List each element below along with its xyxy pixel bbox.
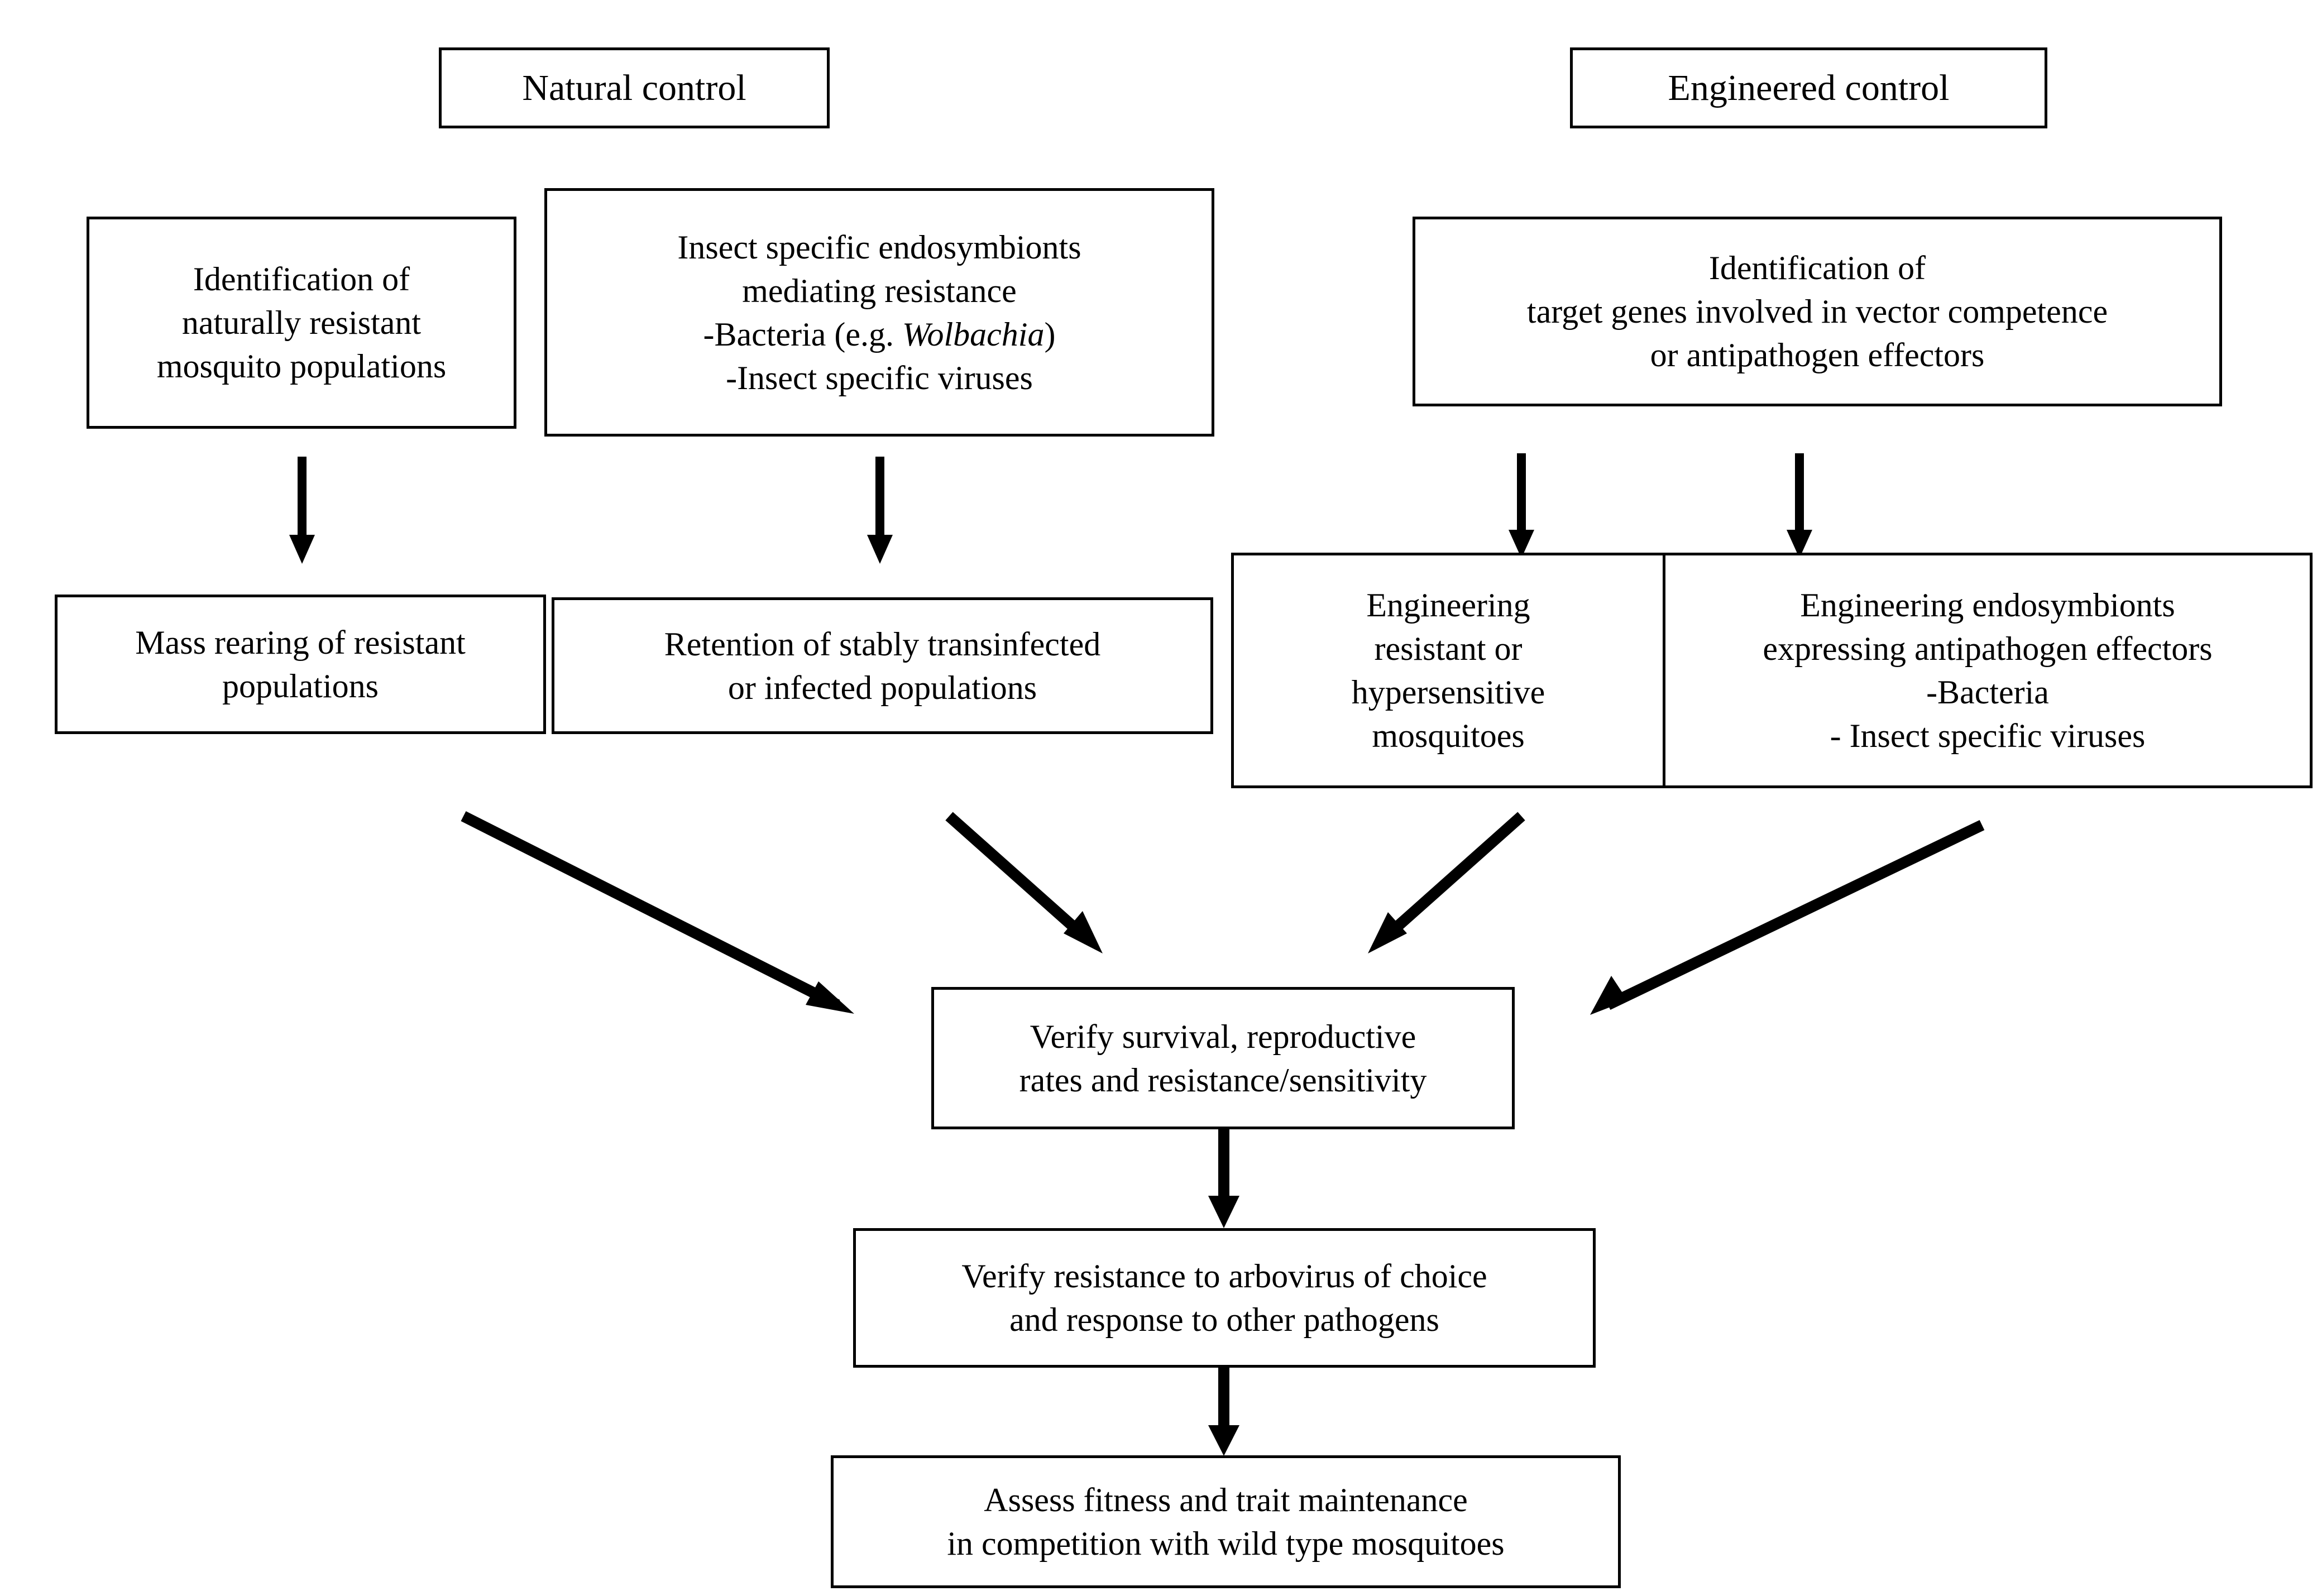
box-mass-rearing-label: Mass rearing of resistant populations — [135, 624, 466, 704]
arrow-retention-to-verify-survival — [945, 812, 1103, 953]
endosymbionts-line-2: mediating resistance — [742, 272, 1017, 309]
arrow-identification-natural-to-mass-rearing — [289, 457, 315, 564]
arrow-mass-rearing-to-verify-survival — [461, 811, 854, 1014]
endosymbionts-line-1: Insect specific endosymbionts — [677, 228, 1081, 266]
box-engineering-endosymbionts: Engineering endosymbionts expressing ant… — [1663, 553, 2313, 788]
box-insect-specific-endosymbionts: Insect specific endosymbionts mediating … — [544, 188, 1214, 437]
box-identification-natural: Identification of naturally resistant mo… — [87, 217, 516, 429]
endosymbionts-line-3-italic: Wolbachia — [902, 315, 1045, 353]
box-identification-natural-label: Identification of naturally resistant mo… — [156, 261, 447, 385]
box-verify-resistance-label: Verify resistance to arbovirus of choice… — [961, 1258, 1487, 1338]
endosymbionts-line-4: -Insect specific viruses — [726, 359, 1033, 396]
header-natural-control: Natural control — [439, 47, 830, 128]
arrow-target-genes-to-engineering-mosquitoes — [1509, 453, 1534, 558]
box-assess-fitness-label: Assess fitness and trait maintenance in … — [947, 1482, 1505, 1562]
box-engineering-endosymbionts-label: Engineering endosymbionts expressing ant… — [1763, 587, 2213, 754]
header-natural-control-label: Natural control — [522, 67, 746, 108]
box-retention-label: Retention of stably transinfected or inf… — [664, 625, 1101, 706]
box-retention: Retention of stably transinfected or inf… — [552, 597, 1213, 734]
arrow-target-genes-to-engineering-endosymbionts — [1787, 453, 1812, 558]
endosymbionts-line-3-suffix: ) — [1044, 315, 1056, 353]
header-engineered-control-label: Engineered control — [1668, 67, 1950, 108]
box-mass-rearing: Mass rearing of resistant populations — [55, 595, 546, 734]
arrow-verify-survival-to-verify-resistance — [1208, 1128, 1239, 1228]
box-assess-fitness: Assess fitness and trait maintenance in … — [831, 1455, 1621, 1588]
box-identification-target-genes: Identification of target genes involved … — [1413, 217, 2222, 406]
endosymbionts-line-3-prefix: -Bacteria (e.g. — [703, 315, 903, 353]
box-identification-target-genes-label: Identification of target genes involved … — [1526, 250, 2108, 373]
arrow-verify-resistance-to-assess-fitness — [1208, 1368, 1239, 1456]
arrow-endosymbionts-to-retention — [867, 457, 893, 564]
box-verify-survival: Verify survival, reproductive rates and … — [931, 987, 1515, 1129]
box-verify-resistance: Verify resistance to arbovirus of choice… — [853, 1228, 1596, 1368]
arrow-engineering-mosquitoes-to-verify-survival — [1368, 812, 1525, 953]
box-engineering-mosquitoes-label: Engineering resistant or hypersensitive … — [1351, 587, 1545, 754]
box-insect-specific-endosymbionts-label: Insect specific endosymbionts mediating … — [555, 226, 1204, 400]
arrow-engineering-endosymbionts-to-verify-survival — [1590, 819, 1985, 1015]
box-verify-survival-label: Verify survival, reproductive rates and … — [1019, 1018, 1427, 1099]
header-engineered-control: Engineered control — [1570, 47, 2047, 128]
box-engineering-mosquitoes: Engineering resistant or hypersensitive … — [1231, 553, 1665, 788]
